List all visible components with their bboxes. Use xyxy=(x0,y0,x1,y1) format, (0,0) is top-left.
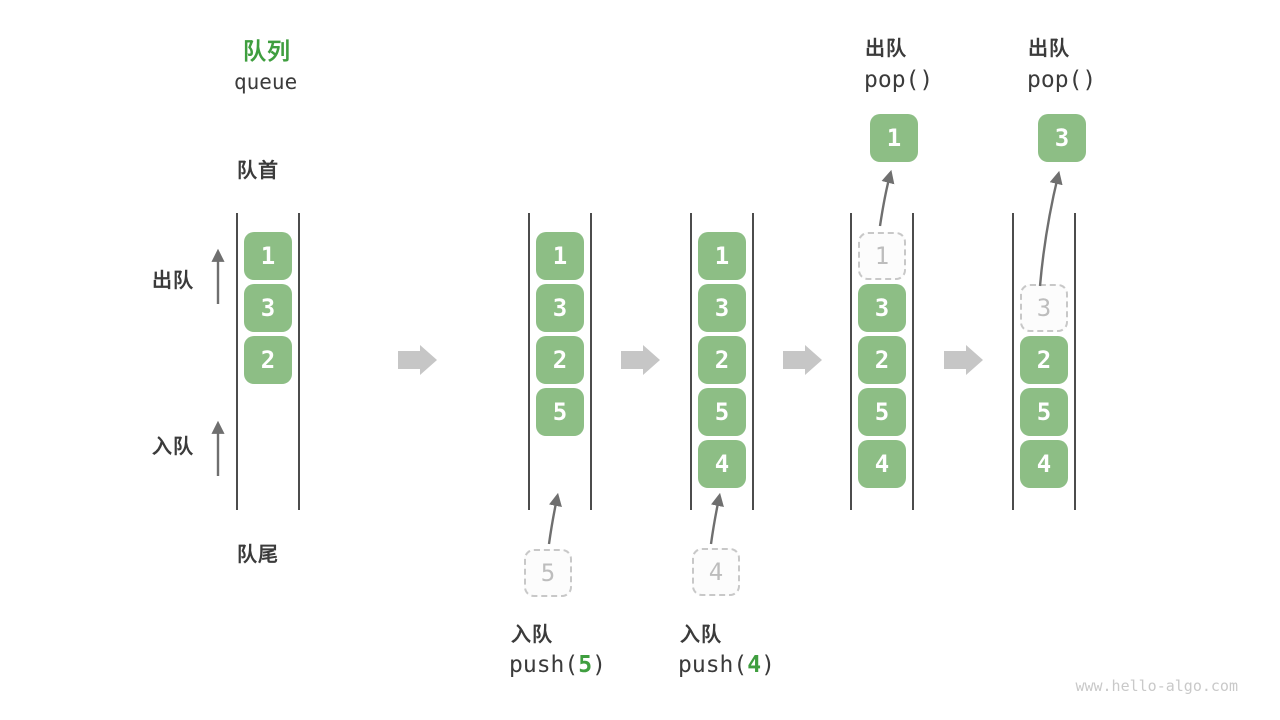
code-push4: push(4) xyxy=(678,652,775,678)
label-enqueue-op-2: 入队 xyxy=(680,624,722,646)
queue-column-pop3: 3 2 5 4 xyxy=(1012,213,1076,510)
queue-element: 1 xyxy=(244,232,292,280)
staged-element-push5: 5 xyxy=(524,549,572,597)
code-push4-arg: 4 xyxy=(747,652,762,678)
label-queue-rear: 队尾 xyxy=(237,544,279,566)
queue-element-removed: 1 xyxy=(858,232,906,280)
queue-element: 3 xyxy=(244,284,292,332)
queue-column-initial: 1 3 2 xyxy=(236,213,300,510)
queue-element: 5 xyxy=(698,388,746,436)
diagram-title: 队列 xyxy=(243,38,291,64)
site-watermark: www.hello-algo.com xyxy=(1075,677,1238,695)
next-state-arrow-icon xyxy=(944,345,983,375)
queue-column-pop1: 1 3 2 5 4 xyxy=(850,213,914,510)
diagram-subtitle: queue xyxy=(234,70,298,94)
queue-column-after-push4: 1 3 2 5 4 xyxy=(690,213,754,510)
popped-element-3: 3 xyxy=(1038,114,1086,162)
code-push5: push(5) xyxy=(509,652,606,678)
staged-element-push4: 4 xyxy=(692,548,740,596)
code-push5-pre: push( xyxy=(509,652,579,678)
queue-element: 2 xyxy=(1020,336,1068,384)
queue-element: 4 xyxy=(1020,440,1068,488)
label-enqueue-side: 入队 xyxy=(152,436,194,458)
code-pop2: pop() xyxy=(1027,67,1097,93)
next-state-arrow-icon xyxy=(783,345,822,375)
queue-element: 4 xyxy=(858,440,906,488)
queue-element: 5 xyxy=(536,388,584,436)
code-push5-post: ) xyxy=(592,652,606,678)
label-dequeue-op-2: 出队 xyxy=(1028,38,1070,60)
next-state-arrow-icon xyxy=(398,345,437,375)
label-enqueue-op-1: 入队 xyxy=(511,624,553,646)
label-dequeue-side: 出队 xyxy=(152,270,194,292)
queue-element: 5 xyxy=(1020,388,1068,436)
queue-element: 3 xyxy=(698,284,746,332)
queue-element: 2 xyxy=(698,336,746,384)
queue-element: 4 xyxy=(698,440,746,488)
code-push5-arg: 5 xyxy=(578,652,593,678)
code-pop1: pop() xyxy=(864,67,934,93)
queue-element: 2 xyxy=(244,336,292,384)
queue-element: 1 xyxy=(536,232,584,280)
queue-element: 2 xyxy=(858,336,906,384)
popped-element-1: 1 xyxy=(870,114,918,162)
queue-element: 5 xyxy=(858,388,906,436)
queue-column-after-push5: 1 3 2 5 xyxy=(528,213,592,510)
next-state-arrow-icon xyxy=(621,345,660,375)
label-dequeue-op-1: 出队 xyxy=(865,38,907,60)
queue-element: 2 xyxy=(536,336,584,384)
queue-element: 1 xyxy=(698,232,746,280)
label-queue-front: 队首 xyxy=(237,160,279,182)
queue-element: 3 xyxy=(858,284,906,332)
code-push4-post: ) xyxy=(761,652,775,678)
code-push4-pre: push( xyxy=(678,652,748,678)
queue-element-removed: 3 xyxy=(1020,284,1068,332)
queue-element: 3 xyxy=(536,284,584,332)
